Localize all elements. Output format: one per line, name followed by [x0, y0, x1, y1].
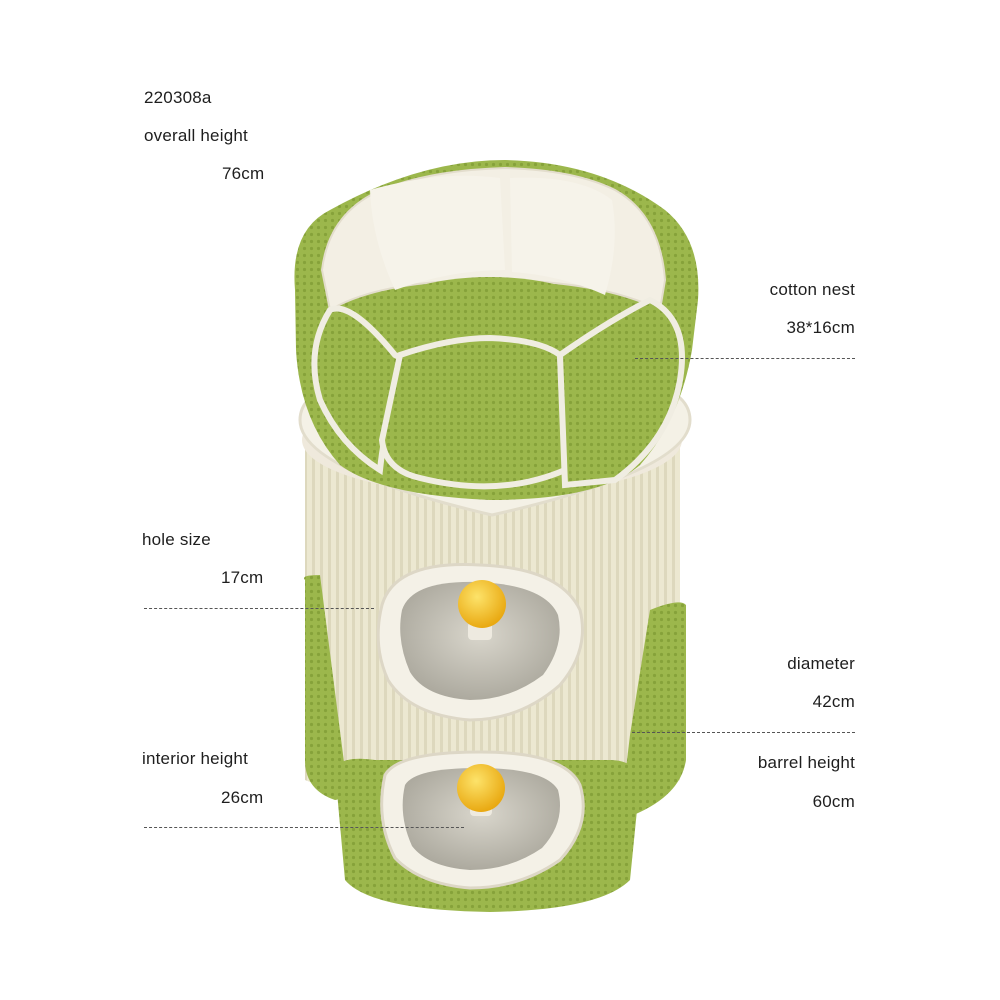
- cotton-nest: [294, 160, 699, 500]
- upper-hole-toy-ball: [458, 580, 506, 628]
- interior-height-label: interior height: [142, 749, 249, 768]
- model-code: 220308a: [144, 88, 212, 107]
- hole-size-leader-line: [144, 608, 374, 609]
- overall-height-label: overall height: [144, 126, 248, 145]
- overall-height-value: 76cm: [222, 164, 265, 183]
- upper-hole: [376, 563, 584, 722]
- cotton-nest-value: 38*16cm: [786, 318, 855, 337]
- hole-size-value: 17cm: [221, 568, 264, 587]
- interior-height-value: 26cm: [221, 788, 264, 807]
- barrel-height-value: 60cm: [812, 792, 855, 811]
- interior-height-leader-line: [144, 827, 464, 828]
- lower-hole: [380, 750, 585, 890]
- lower-hole-toy-ball: [457, 764, 505, 812]
- hole-size-label: hole size: [142, 530, 211, 549]
- diameter-label: diameter: [787, 654, 855, 673]
- barrel-height-label: barrel height: [757, 753, 855, 772]
- diameter-leader-line: [632, 732, 855, 733]
- cotton-nest-label: cotton nest: [769, 280, 855, 299]
- cotton-nest-leader-line: [635, 358, 855, 359]
- diameter-value: 42cm: [812, 692, 855, 711]
